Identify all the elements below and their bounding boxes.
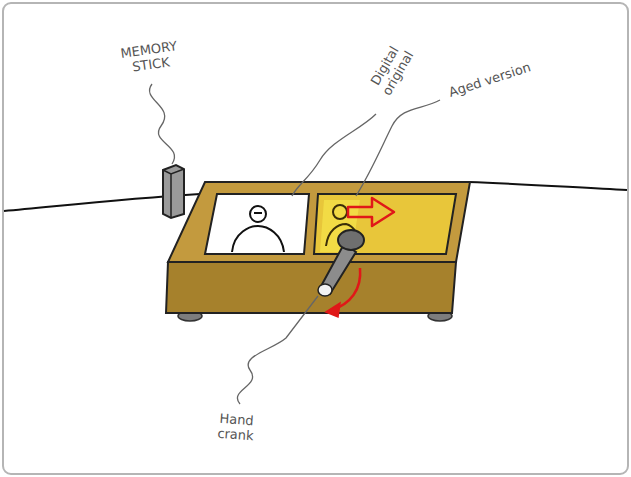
leader-line bbox=[237, 296, 318, 404]
leader-line bbox=[356, 100, 440, 196]
turn-arrow bbox=[332, 268, 360, 310]
callout-label: Digital original bbox=[363, 35, 421, 105]
window-original bbox=[205, 194, 309, 254]
ageing-arrow bbox=[348, 198, 394, 226]
leader-line bbox=[150, 84, 175, 164]
box-top bbox=[168, 182, 470, 262]
figure-head bbox=[250, 206, 266, 222]
horizon-line bbox=[468, 182, 627, 190]
frame bbox=[3, 3, 628, 474]
memory-stick bbox=[163, 165, 184, 218]
figure-body bbox=[232, 226, 284, 252]
figure-face bbox=[254, 212, 262, 214]
callout-label: Aged version bbox=[431, 54, 550, 105]
crank-knob bbox=[318, 284, 332, 296]
figure-head bbox=[333, 205, 347, 219]
turn-arrowhead bbox=[326, 303, 340, 317]
window-aged bbox=[314, 194, 456, 254]
callout-label: MEMORY STICK bbox=[116, 39, 184, 77]
callout-label: Hand crank bbox=[210, 411, 262, 444]
crank-hub bbox=[338, 230, 364, 250]
memory-stick-edge bbox=[163, 169, 184, 218]
